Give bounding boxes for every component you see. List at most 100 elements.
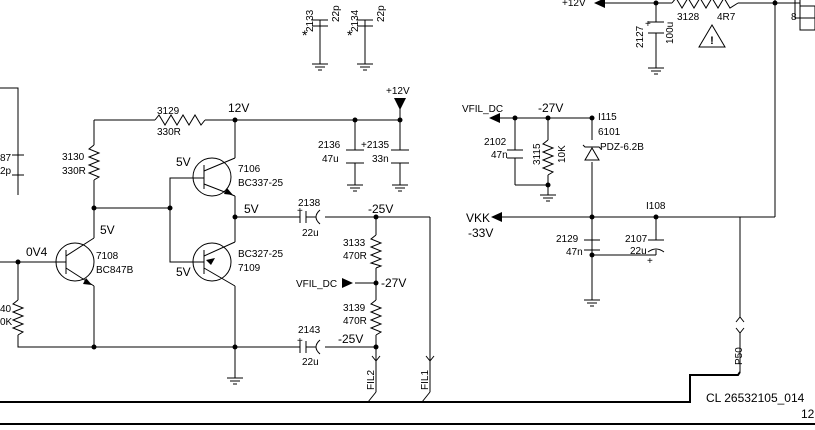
- label-minus25-bottom: -25V: [338, 332, 363, 346]
- junction-dot: [167, 205, 173, 211]
- connector-arrow-icon: [735, 327, 745, 334]
- label-c2133-value: 22p: [331, 5, 342, 22]
- label-c2107-plus: +: [647, 256, 653, 267]
- label-c2136-ref: 2136: [318, 140, 341, 151]
- label-c2107-ref: 2107: [625, 234, 648, 245]
- warning-triangle-icon: [698, 24, 726, 48]
- connector-arrow-icon: [735, 316, 745, 323]
- ground-icon: [347, 184, 363, 192]
- label-d6101-ref: 6101: [598, 127, 621, 138]
- label-5v-q7108: 5V: [100, 223, 115, 237]
- label-vkk: VKK: [466, 211, 490, 225]
- label-q7108-ref: 7108: [96, 251, 119, 262]
- label-c2138-ref: 2138: [298, 198, 321, 209]
- junction-dot: [772, 0, 778, 6]
- label-left-87: 87: [0, 153, 12, 164]
- label-minus25-top: -25V: [368, 202, 393, 216]
- connector-block: [799, 5, 815, 31]
- label-right-12: 12: [801, 407, 815, 421]
- label-minus33: -33V: [468, 226, 493, 240]
- junction-dot: [91, 205, 97, 211]
- label-c2133-ref: 2133: [305, 9, 316, 32]
- label-q7108-type: BC847B: [96, 265, 134, 276]
- label-r3128-ref: 3128: [677, 12, 700, 23]
- transistor-7109: [192, 241, 236, 287]
- capacitor-2133: [312, 19, 328, 27]
- label-c2102-value: 47n: [491, 150, 508, 161]
- label-fil1: FIL1: [420, 370, 431, 390]
- label-c2127-value: 100u: [665, 22, 676, 44]
- junction-dot: [512, 115, 518, 121]
- label-c2134-value: 22p: [376, 5, 387, 22]
- junction-dot: [589, 252, 595, 258]
- capacitor-2127: [648, 21, 664, 34]
- label-c2135-ref: +2135: [361, 140, 390, 151]
- junction-dot: [15, 259, 21, 265]
- label-c2129-value: 47n: [566, 247, 583, 258]
- resistor-3128: [671, 0, 739, 9]
- label-c2127-ref: 2127: [635, 25, 646, 48]
- junction-dot: [232, 117, 238, 123]
- label-d6101-type: PDZ-6.2B: [600, 142, 644, 153]
- label-c2107-value: 22u: [630, 246, 647, 257]
- ports: !: [342, 0, 815, 403]
- labels: 3129 330R 12V +12V 3130 330R 5V 7106 BC3…: [0, 0, 815, 421]
- ground-symbols: [227, 63, 664, 385]
- junction-dot: [91, 344, 97, 350]
- label-c2133-mark: *: [302, 27, 308, 43]
- label-vfil-dc-mid: VFIL_DC: [296, 279, 337, 290]
- label-r3139-ref: 3139: [343, 303, 366, 314]
- label-q7109-ref: 7109: [238, 263, 261, 274]
- label-q7106-ref: 7106: [238, 164, 261, 175]
- ground-icon: [540, 194, 556, 202]
- capacitor-left-partial: [12, 154, 24, 176]
- power-port-icon: [394, 98, 406, 110]
- label-minus27-right: -27V: [538, 101, 563, 115]
- ground-icon: [648, 67, 664, 75]
- junction-dot: [653, 0, 659, 6]
- port-arrow-icon: [342, 278, 353, 288]
- label-left-40: 40: [0, 304, 12, 315]
- resistors: [11, 0, 739, 336]
- label-r3133-value: 470R: [343, 251, 367, 262]
- label-c2143-plus: +: [297, 336, 303, 347]
- label-r3115-value: 10K: [557, 145, 568, 163]
- zener-6101: [582, 144, 602, 161]
- label-fil2: FIL2: [366, 370, 377, 390]
- label-r3139-value: 470R: [343, 316, 367, 327]
- ground-icon: [227, 377, 243, 385]
- transistor-7108: [55, 237, 95, 287]
- label-c2143-value: 22u: [302, 357, 319, 368]
- label-r3129-ref: 3129: [157, 106, 180, 117]
- label-q7106-type: BC337-25: [238, 178, 283, 189]
- port-arrow-icon: [489, 113, 500, 123]
- capacitors: [12, 19, 665, 355]
- label-c2138-plus: +: [297, 206, 303, 217]
- capacitor-2143: [299, 339, 321, 355]
- label-p50: P50: [734, 347, 745, 365]
- label-r3129-value: 330R: [157, 127, 181, 138]
- label-i115: I115: [598, 112, 617, 123]
- junction-dot: [232, 344, 238, 350]
- ground-icon: [584, 299, 600, 307]
- label-r3133-ref: 3133: [343, 238, 366, 249]
- label-c2143-ref: 2143: [298, 325, 321, 336]
- label-left-2p: 2p: [0, 166, 12, 177]
- capacitor-2134: [357, 19, 373, 27]
- junction-dot: [373, 280, 379, 286]
- label-r3130-ref: 3130: [62, 152, 85, 163]
- label-c2134-mark: *: [347, 27, 353, 43]
- junction-dot: [589, 115, 595, 121]
- capacitor-2102: [507, 149, 523, 159]
- transistor-7106: [192, 157, 236, 197]
- junction-dot: [545, 182, 551, 188]
- wires-right: [319, 0, 815, 372]
- label-0v4: 0V4: [26, 245, 48, 259]
- capacitor-2129: [584, 239, 600, 251]
- resistor-3139: [369, 299, 383, 336]
- resistor-3115: [541, 139, 555, 176]
- resistor-3140: [11, 299, 25, 336]
- label-r3130-value: 330R: [62, 166, 86, 177]
- junction-dot: [589, 214, 595, 220]
